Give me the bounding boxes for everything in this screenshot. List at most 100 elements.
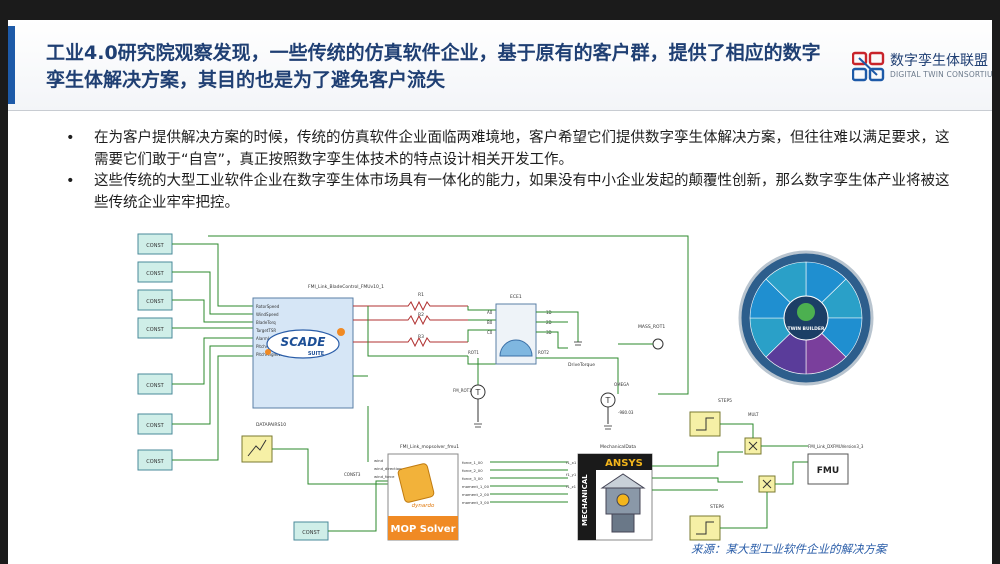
consortium-logo-icon bbox=[852, 51, 885, 82]
const-block: CONST bbox=[137, 261, 173, 283]
rot-label: ROT2 bbox=[538, 350, 549, 355]
mass-label: MASS_ROT1 bbox=[638, 324, 665, 330]
const-block: CONST bbox=[137, 449, 173, 471]
wheel-center-label: TWIN BUILDER bbox=[788, 326, 825, 332]
bullet-text: 这些传统的大型工业软件企业在数字孪生体市场具有一体化的能力，如果没有中小企业发起… bbox=[94, 173, 950, 211]
torque-source: T FM_ROT1 bbox=[453, 384, 486, 422]
const-block: CONST bbox=[137, 233, 173, 255]
step-wires bbox=[658, 393, 808, 529]
svg-text:f1_z1: f1_z1 bbox=[566, 484, 577, 489]
resistor-label: R3 bbox=[418, 334, 424, 340]
slide: 工业4.0研究院观察发现，一些传统的仿真软件企业，基于原有的客户群，提供了相应的… bbox=[8, 20, 992, 564]
fmu-block-title: FMI_Link_DXFMUVersion3_3 bbox=[808, 444, 864, 449]
ansys-wires bbox=[652, 451, 743, 491]
bullet-list: • 在为客户提供解决方案的时候，传统的仿真软件企业面临两难境地，客户希望它们提供数… bbox=[62, 128, 962, 214]
const-label: CONST bbox=[302, 530, 320, 536]
scade-block-title: FMI_Link_BladeControl_FMUv10_1 bbox=[308, 284, 384, 290]
ece-wires bbox=[477, 311, 619, 394]
const-side-label: CONST3 bbox=[344, 472, 361, 477]
scade-port: RotorSpeed bbox=[256, 304, 280, 309]
mult-block bbox=[758, 475, 776, 493]
mop-port-out: moment_2_00 bbox=[462, 492, 490, 497]
consortium-logo: 数字孪生体联盟 DIGITAL TWIN CONSORTIUM bbox=[852, 48, 992, 88]
fm-label: FM_ROT1 bbox=[453, 388, 472, 393]
scade-logo-dot-icon bbox=[265, 349, 271, 355]
mop-port-out: force_2_00 bbox=[462, 468, 483, 473]
mop-port-in: wind bbox=[374, 458, 384, 463]
mass-rotor-icon bbox=[652, 338, 664, 350]
rot-label: ROT1 bbox=[468, 350, 479, 355]
scade-port: BladeTorq bbox=[256, 320, 276, 325]
mop-port-out: force_1_00 bbox=[462, 460, 483, 465]
mop-port-in: wind_force bbox=[374, 474, 395, 479]
mop-port-out: moment_1_00 bbox=[462, 484, 490, 489]
resistor-group bbox=[353, 300, 468, 348]
scade-port: PitchAngle bbox=[256, 344, 278, 349]
svg-text:f1_x1: f1_x1 bbox=[566, 460, 577, 465]
step-label: STEP5 bbox=[718, 398, 732, 404]
bullet-item: •在为客户提供解决方案的时候，传统的仿真软件企业面临两难境地，客户希望它们提供数… bbox=[62, 128, 962, 171]
scade-logo-dot-icon bbox=[337, 328, 345, 336]
bullet-text: 在为客户提供解决方案的时候，传统的仿真软件企业面临两难境地，客户希望它们提供数字… bbox=[94, 130, 950, 168]
const-block: CONST bbox=[137, 289, 173, 311]
scade-logo-sub: SUITE bbox=[308, 351, 325, 357]
datapairs-block: DATAPAIRS10 bbox=[241, 422, 408, 485]
misc-wires bbox=[353, 375, 368, 377]
const-label: CONST bbox=[146, 271, 164, 277]
mop-block-title: FMI_Link_mopsolver_fmu1 bbox=[400, 444, 459, 450]
const-block: CONST bbox=[137, 373, 173, 395]
svg-text:T: T bbox=[475, 388, 481, 397]
title-accent-bar bbox=[8, 26, 15, 104]
ground-symbols bbox=[474, 341, 612, 430]
const-label: CONST bbox=[146, 423, 164, 429]
slide-title: 工业4.0研究院观察发现，一些传统的仿真软件企业，基于原有的客户群，提供了相应的… bbox=[46, 42, 821, 91]
omega-source: T OMEGA -980.03 bbox=[600, 382, 634, 424]
fmu-label: FMU bbox=[817, 466, 839, 476]
resistor-wires bbox=[367, 306, 496, 365]
const-block: CONST bbox=[293, 521, 329, 541]
scade-logo-text: SCADE bbox=[281, 335, 327, 349]
logo-subtitle: DIGITAL TWIN CONSORTIUM bbox=[890, 70, 992, 79]
turbine-model-icon bbox=[600, 473, 646, 533]
fmu-block: FMI_Link_DXFMUVersion3_3 FMU bbox=[807, 444, 864, 485]
resistor-label: R2 bbox=[418, 312, 424, 318]
const-blocks: CONST CONST CONST CONST CONST CONST CONS… bbox=[137, 233, 329, 541]
drive-torque-label: DriveTorque bbox=[568, 362, 595, 368]
const-label: CONST bbox=[146, 327, 164, 333]
mech-label: MechanicalData bbox=[600, 444, 636, 450]
ece-port: A0 bbox=[487, 310, 493, 315]
ece-block: ECE1 A0 B0 C0 1D 2D 3D ROT1 ROT2 bbox=[468, 294, 552, 365]
const-label: CONST bbox=[146, 383, 164, 389]
ece-port: C0 bbox=[487, 330, 493, 335]
scade-port: AlarmLevel bbox=[256, 336, 278, 341]
omega-value: -980.03 bbox=[618, 410, 634, 415]
scade-port: WindSpeed bbox=[256, 312, 279, 317]
mop-solver-block: FMI_Link_mopsolver_fmu1 dynardo MOP Solv… bbox=[374, 444, 490, 541]
scade-port: TargetTSR bbox=[255, 328, 276, 333]
ece-port: B0 bbox=[487, 320, 493, 325]
twin-builder-wheel-graphic: TWIN BUILDER bbox=[738, 250, 874, 386]
const-block: CONST bbox=[137, 317, 173, 339]
mop-label: MOP Solver bbox=[391, 524, 456, 535]
svg-text:T: T bbox=[605, 396, 611, 405]
step-label: STEP6 bbox=[710, 504, 724, 510]
bullet-item: • 这些传统的大型工业软件企业在数字孪生体市场具有一体化的能力，如果没有中小企业发… bbox=[62, 171, 962, 214]
ansys-mechanical-block: MechanicalData MECHANICAL ANSYS f1_x1 f1… bbox=[566, 444, 653, 541]
const-label: CONST bbox=[146, 459, 164, 465]
mop-port-out: force_3_00 bbox=[462, 476, 483, 481]
step-block: STEP5 bbox=[689, 398, 732, 437]
mop-port-out: moment_3_00 bbox=[462, 500, 490, 505]
mop-wires bbox=[367, 406, 568, 503]
title-bar: 工业4.0研究院观察发现，一些传统的仿真软件企业，基于原有的客户群，提供了相应的… bbox=[8, 20, 992, 111]
const-block: CONST bbox=[137, 413, 173, 435]
const-label: CONST bbox=[146, 243, 164, 249]
mop-port-in: wind_direction bbox=[374, 466, 402, 471]
ece-label: ECE1 bbox=[510, 294, 522, 300]
ansys-sub: MECHANICAL bbox=[581, 474, 589, 526]
resistor-label: R1 bbox=[418, 292, 424, 298]
step-block: STEP6 bbox=[689, 504, 724, 541]
mult-label: MULT bbox=[748, 412, 759, 417]
datapairs-label: DATAPAIRS10 bbox=[256, 422, 286, 428]
omega-label: OMEGA bbox=[614, 382, 629, 387]
bullet-dot-icon: • bbox=[66, 173, 75, 189]
